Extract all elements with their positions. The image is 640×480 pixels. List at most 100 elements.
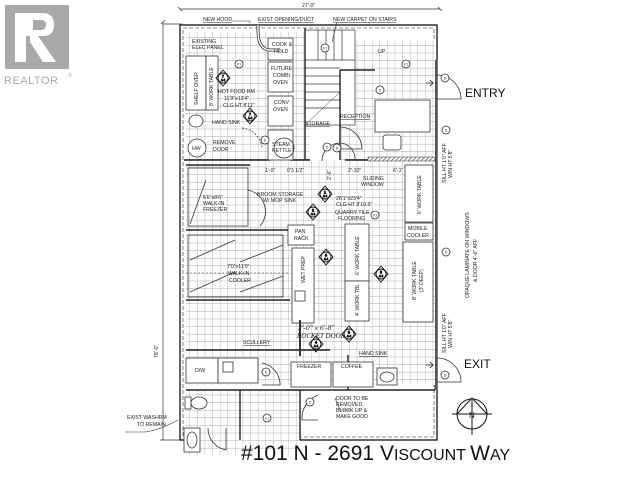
- door-removed-label-3: BLOCK UP &: [336, 408, 368, 414]
- dim-label-5: 6'-1": [393, 168, 403, 174]
- room-tag-label: F1: [404, 63, 408, 67]
- section-sheet-ref: A-4: [248, 116, 253, 120]
- kitchen-ceiling-label: CLG HT 8'10.5": [336, 202, 372, 208]
- sliding-window-hatch: [367, 156, 436, 162]
- freezer-unit: [290, 361, 332, 388]
- section-marker-3: 3A-4: [341, 325, 357, 343]
- section-number: 2: [312, 209, 314, 213]
- hot-food-room-ceiling: CLG HT 8'11": [223, 103, 255, 109]
- work-table-4: [344, 280, 370, 322]
- storage-label: STORAGE: [305, 121, 331, 127]
- exterior-walls: [179, 24, 438, 441]
- freezer-label: FREEZER: [203, 207, 227, 213]
- wet-prep-label: WET PREP: [301, 255, 307, 283]
- quarry-tile-label: QUARRY TILE: [335, 210, 370, 216]
- sliding-window-label-2: WINDOW: [361, 182, 384, 188]
- remove-door-label-2: DOOR: [213, 147, 229, 153]
- width-dimension: 27'-0": [302, 3, 315, 9]
- shelf-over-label: SHELF OVER: [194, 72, 200, 105]
- section-number: 4: [315, 341, 317, 345]
- window-height-bottom: WIN HT 5'8": [448, 319, 454, 348]
- mobile-cooler-label-2: COOLER: [407, 233, 429, 239]
- work-table-6-label: 6' WORK TABLE: [355, 236, 361, 275]
- section-sheet-ref: A-4: [347, 334, 352, 338]
- dim-label-3: 2'-6": [327, 170, 333, 180]
- kitchen-size-label: 26'1"x23'4": [336, 196, 362, 202]
- exit-door: [436, 357, 462, 383]
- room-tags: [234, 43, 451, 423]
- exit-arrow-icon: [426, 361, 434, 369]
- section-sheet-ref: A-4: [379, 274, 384, 278]
- room-tag-label: D: [336, 147, 339, 151]
- section-number: 1: [324, 191, 326, 195]
- elec-panel-label: EXISTING: [192, 39, 216, 45]
- realtor-logo: REALTOR ®: [4, 5, 72, 87]
- reception-desk: [374, 99, 431, 133]
- section-marker-8: 7A-4: [242, 107, 258, 125]
- mobile-cooler-label: MOBILE: [408, 226, 428, 232]
- work-table-8b-label: 8' WORK TABLE: [412, 261, 418, 300]
- reception-label: RECEPTION: [340, 114, 371, 120]
- reception-chair: [382, 134, 402, 151]
- broom-storage-label: BROOM STORAGE: [257, 192, 304, 198]
- exist-washroom-label-2: TO REMAIN: [137, 422, 166, 428]
- section-number: 5: [380, 271, 382, 275]
- section-marker-2: 2A-4: [305, 203, 321, 221]
- section-number: 3: [348, 331, 350, 335]
- flooring-label: FLOORING: [338, 216, 365, 222]
- room-tag-label: D: [326, 146, 329, 150]
- stairs: [304, 29, 356, 126]
- section-marker-4: 4A-4: [308, 335, 324, 353]
- mobile-cooler: [404, 222, 434, 241]
- room-tag-label: F1: [265, 417, 269, 421]
- section-sheet-ref: A-4: [311, 212, 316, 216]
- property-title: #101 N - 2691 VISCOUNT WAY: [241, 442, 510, 465]
- sill-height-top: SILL HT 1'0" AFF: [442, 143, 448, 183]
- leader-lines: [125, 20, 352, 433]
- section-sheet-ref: A-4: [221, 78, 226, 82]
- room-tag-label: D: [444, 77, 447, 81]
- hot-food-room-size: 11'9"x13'4": [224, 96, 249, 102]
- walk-in-freezer-label: WALK-IN: [203, 201, 225, 207]
- room-tag-label: D: [445, 251, 448, 255]
- window-height-top: WIN HT 5'8": [448, 149, 454, 178]
- registered-mark: ®: [68, 72, 72, 79]
- hand-sink-2-bowl: [379, 371, 395, 383]
- broom-storage-label-2: W/ MOP SINK: [263, 198, 297, 204]
- door-removed-label-1: DOOR TO BE: [336, 396, 369, 402]
- hand-sink-label: HAND SINK: [212, 120, 241, 126]
- exit-label: EXIT: [464, 357, 491, 371]
- hot-food-room-label: HOT FOOD RM: [218, 89, 255, 95]
- opaque-laminate-label: OPAQUE LAMINATE ON WINDOWS: [465, 212, 471, 298]
- wet-prep: [291, 247, 315, 324]
- section-marker-5: 5A-4: [373, 265, 389, 283]
- dimension-lines: [160, 6, 443, 441]
- room-tag-label: D: [444, 374, 447, 378]
- freezer2-label: FREEZER: [297, 364, 321, 370]
- dim-label-4: 2'-10": [348, 168, 361, 174]
- reception-furniture: [374, 99, 431, 151]
- section-sheet-ref: A-4: [314, 344, 319, 348]
- walk-ins: [186, 167, 288, 298]
- work-table-label: 8' WORK TABLE: [209, 67, 215, 106]
- room-tag-label: D: [445, 129, 448, 133]
- work-table-6: [344, 223, 370, 282]
- room-tag-label: F1: [323, 47, 327, 51]
- room-tag-label: D: [379, 89, 382, 93]
- laminate-height-label: & DOOR 4'-6" AFF: [473, 239, 479, 282]
- work-table-8b: [402, 241, 434, 323]
- pocket-door-size-note: 2'-0" x 6'-8": [298, 323, 335, 332]
- north-arrow-icon: N: [452, 397, 492, 435]
- walk-in-cooler-label: WALK-IN: [228, 271, 250, 277]
- entry-arrow-icon: [426, 79, 434, 87]
- steam-kettle: [267, 129, 294, 161]
- cook-hold-label: COOK &: [272, 42, 293, 48]
- walk-in-freezer: [187, 167, 249, 227]
- section-sheet-ref: A-4: [323, 194, 328, 198]
- coffee-label: COFFEE: [341, 364, 363, 370]
- realtor-logo-text: REALTOR: [4, 75, 58, 87]
- steam-kettle-label-2: KETTLE: [272, 148, 292, 154]
- kitchen-equipment: [185, 164, 434, 388]
- scullery-sink: [222, 361, 234, 373]
- door-removed-label-2: REMOVED,: [336, 402, 364, 408]
